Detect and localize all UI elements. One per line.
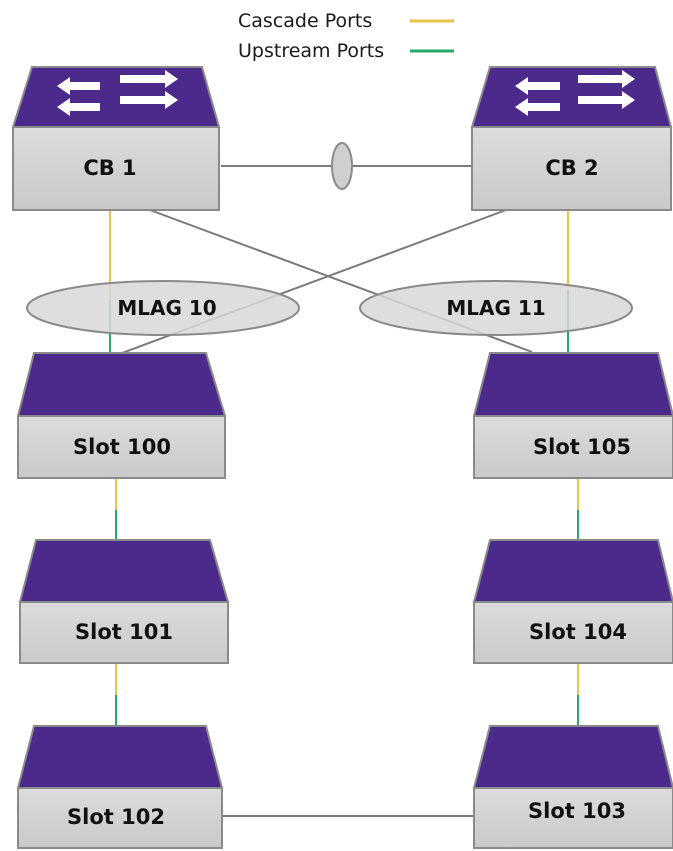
arrows-icon [515, 70, 635, 116]
slot104-label: Slot 104 [529, 620, 627, 644]
switch-slot105[interactable]: Slot 105 [472, 352, 673, 479]
legend: Cascade Ports Upstream Ports [238, 10, 454, 62]
switch-slot104[interactable]: Slot 104 [472, 539, 673, 664]
switch-body [19, 601, 229, 664]
switch-body [473, 601, 673, 664]
switch-top [472, 352, 673, 417]
switch-body [17, 415, 226, 479]
legend-upstream-label: Upstream Ports [238, 40, 384, 62]
switch-body [473, 787, 673, 849]
switch-top [16, 725, 224, 789]
links [109, 165, 579, 817]
legend-cascade-label: Cascade Ports [238, 10, 372, 32]
cb2-label: CB 2 [545, 156, 598, 180]
switch-top [472, 539, 673, 603]
mlag-10: MLAG 10 [26, 280, 300, 336]
slot101-label: Slot 101 [75, 620, 173, 644]
switch-cb1[interactable]: CB 1 [11, 66, 221, 211]
mlag-11-ellipse [359, 280, 633, 336]
switch-top [470, 66, 673, 128]
mlag-11: MLAG 11 [359, 280, 633, 336]
switch-slot101[interactable]: Slot 101 [18, 539, 230, 664]
mlag-10-label: MLAG 10 [117, 296, 216, 320]
slot105-label: Slot 105 [533, 435, 631, 459]
switch-top [16, 352, 227, 417]
slot102-label: Slot 102 [67, 805, 165, 829]
switch-slot100[interactable]: Slot 100 [16, 352, 227, 479]
switch-top [472, 725, 673, 789]
mlag-10-ellipse [26, 280, 300, 336]
slot103-label: Slot 103 [528, 799, 626, 823]
switch-body [12, 126, 220, 211]
switch-body [471, 126, 672, 211]
switch-cb2[interactable]: CB 2 [470, 66, 673, 211]
switch-body [473, 415, 673, 479]
switch-slot102[interactable]: Slot 102 [16, 725, 224, 849]
switch-top [18, 539, 230, 603]
switch-slot103[interactable]: Slot 103 [472, 725, 673, 849]
slot100-label: Slot 100 [73, 435, 171, 459]
arrows-icon [57, 70, 178, 116]
mlag-11-label: MLAG 11 [446, 296, 545, 320]
switch-body [17, 787, 223, 849]
cb1-label: CB 1 [83, 156, 136, 180]
switch-top [11, 66, 221, 128]
lag-ellipse-cb1-cb2 [331, 142, 353, 190]
